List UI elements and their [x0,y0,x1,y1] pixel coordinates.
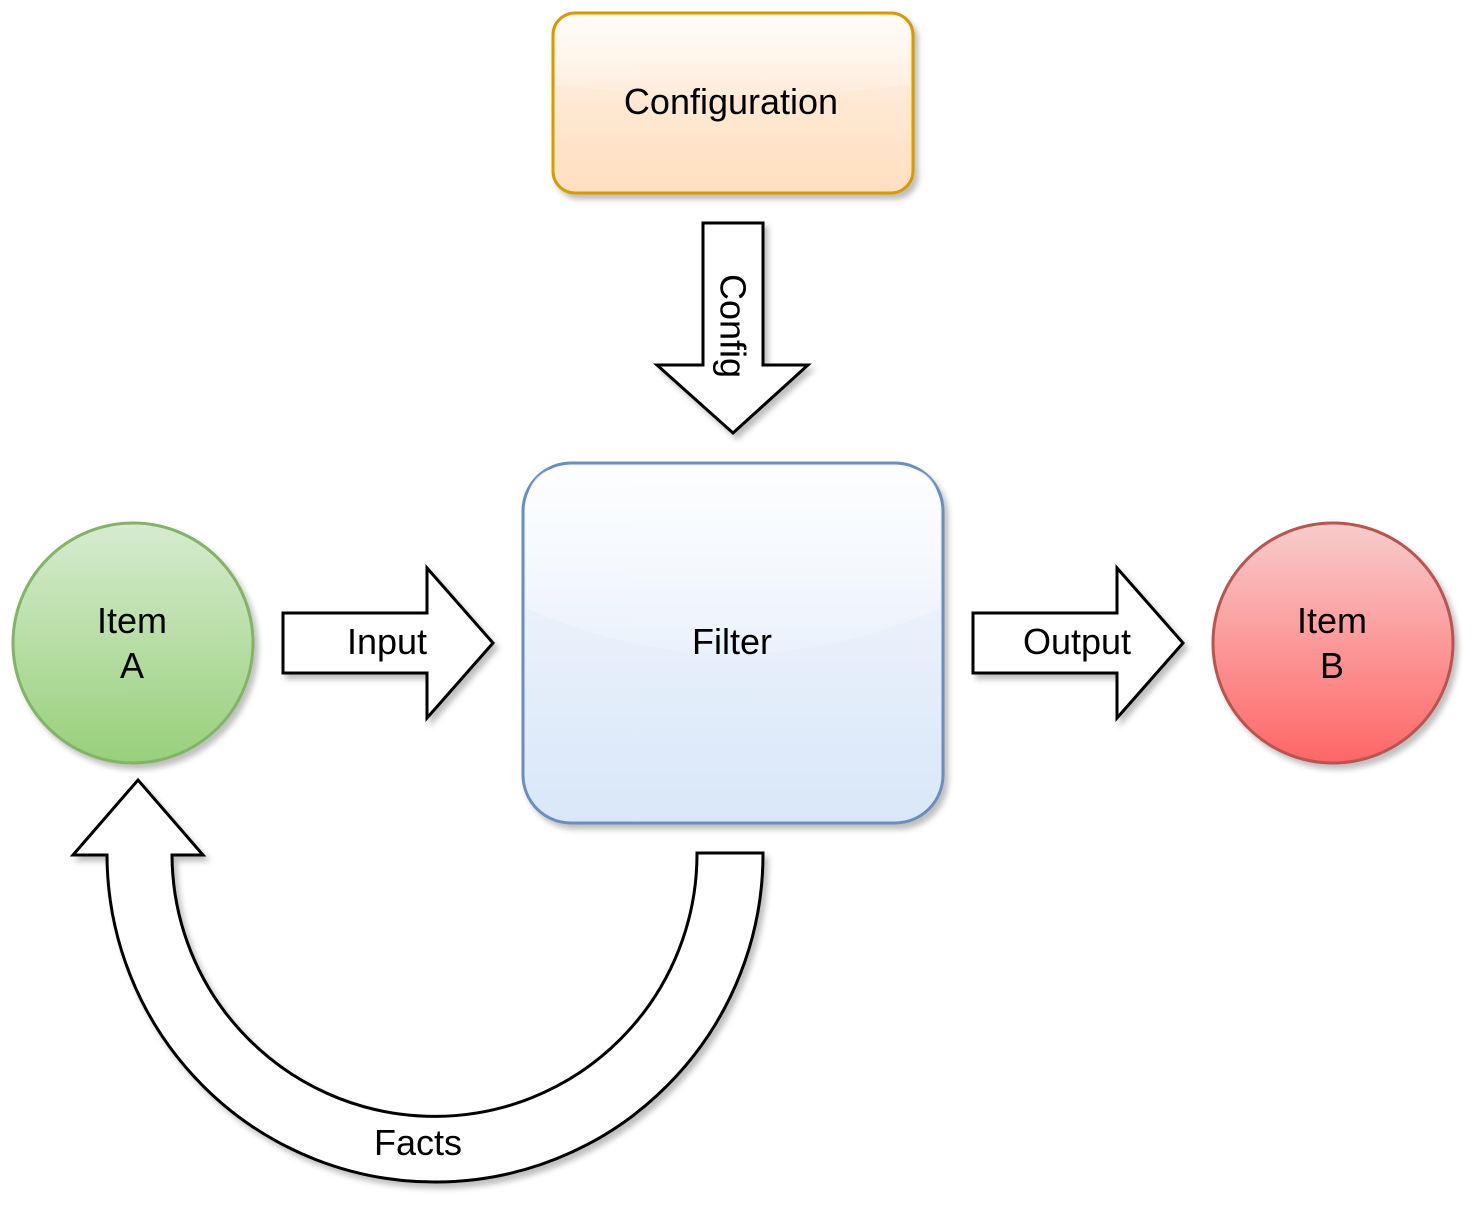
configuration-label: Configuration [624,81,838,122]
item-a-node[interactable]: Item A [11,521,255,765]
input-arrow[interactable]: Input [281,564,495,722]
facts-arrow[interactable]: Facts [69,777,765,1184]
item-b-node[interactable]: Item B [1211,521,1455,765]
item-b-label-line1: Item [1297,600,1367,641]
item-a-label-line1: Item [97,600,167,641]
input-arrow-label: Input [347,621,427,662]
filter-label: Filter [692,621,772,662]
configuration-node[interactable]: Configuration [551,11,915,195]
item-a-label-line2: A [120,645,144,686]
output-arrow-label: Output [1023,621,1131,662]
config-arrow[interactable]: Config [653,221,812,436]
item-b-label-line2: B [1320,645,1344,686]
config-arrow-label: Config [713,274,754,378]
facts-arrow-label: Facts [374,1122,462,1163]
output-arrow[interactable]: Output [971,564,1185,722]
filter-node[interactable]: Filter [521,461,945,825]
